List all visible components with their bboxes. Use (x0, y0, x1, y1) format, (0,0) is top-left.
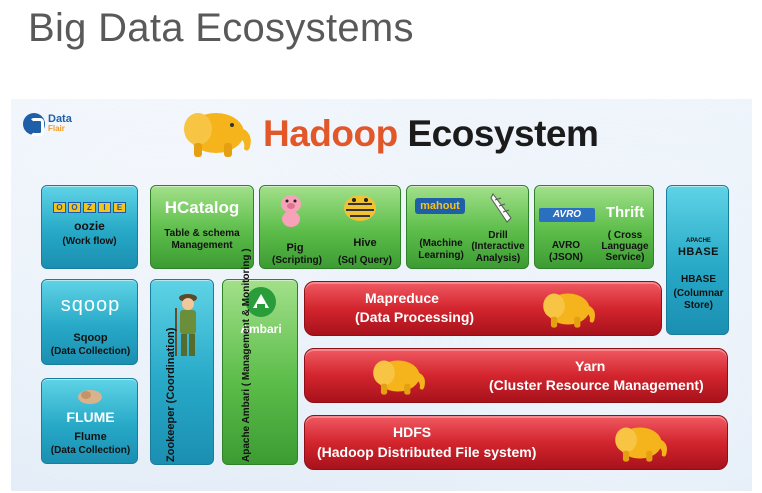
ambari-label: Apache Ambari ( Management & Monitoring … (241, 248, 252, 462)
hbase-name: HBASE (680, 274, 716, 285)
thrift-desc: ( Cross Language Service) (601, 230, 649, 263)
hdfs-name: HDFS (393, 424, 432, 440)
hbase-tile: APACHE HBASE HBASE (Columnar Store) (666, 185, 729, 335)
drill-name: Drill (488, 230, 508, 241)
zookeeper-icon (175, 294, 197, 356)
yarn-bar: Yarn (Cluster Resource Management) (304, 348, 728, 403)
title-hadoop: Hadoop (263, 113, 398, 154)
oozie-desc: (Work flow) (62, 236, 117, 247)
mahout-desc: (Machine Learning) (418, 238, 464, 261)
ambari-icon (246, 287, 276, 317)
hcatalog-logo: HCatalog (164, 198, 240, 217)
flume-logo: FLUME (66, 409, 115, 425)
yarn-name: Yarn (575, 358, 606, 374)
yarn-elephant-icon (373, 360, 425, 395)
pig-desc: (Scripting) (272, 255, 322, 266)
sqoop-name: Sqoop (73, 332, 108, 344)
hcatalog-tile: HCatalog Table & schema Management (150, 185, 254, 269)
flume-desc: (Data Collection) (50, 445, 131, 456)
mapreduce-desc: (Data Processing) (355, 309, 475, 325)
sqoop-desc: (Data Collection) (50, 346, 131, 357)
pig-hive-tile: Pig (Scripting) Hive (Sql Query) (259, 185, 401, 269)
drill-desc: (Interactive Analysis) (471, 241, 525, 264)
avro-logo: AVRO (539, 208, 595, 222)
hdfs-elephant-icon (615, 427, 667, 462)
drill-icon (490, 193, 512, 223)
mahout-logo: mahout (415, 198, 465, 214)
page-title: Big Data Ecosystems (28, 6, 414, 50)
hbase-logo: HBASE (677, 246, 719, 258)
brand-line1: Data (48, 113, 72, 125)
hive-name: Hive (353, 237, 377, 249)
flume-tile: FLUME Flume (Data Collection) (41, 378, 138, 464)
brand-line2: Flair (48, 124, 65, 133)
sqoop-tile: sqoop Sqoop (Data Collection) (41, 279, 138, 365)
thrift-logo: Thrift (605, 204, 645, 221)
hbase-desc: (Columnar Store) (673, 288, 724, 311)
title-ecosystem: Ecosystem (407, 113, 599, 154)
avro-desc: (JSON) (549, 252, 583, 263)
hbase-logo-top: APACHE (686, 238, 711, 244)
hive-desc: (Sql Query) (338, 255, 392, 266)
hive-icon (344, 195, 376, 221)
hcatalog-desc: Table & schema Management (164, 228, 240, 251)
mahout-drill-tile: mahout (Machine Learning) Drill (Interac… (406, 185, 529, 269)
avro-name: AVRO (551, 240, 581, 251)
zookeeper-label: Zookeeper (Coordination) (165, 327, 177, 462)
hadoop-elephant-icon (184, 113, 251, 157)
ambari-logo: Ambari (240, 322, 282, 336)
flume-name: Flume (74, 431, 107, 443)
avro-thrift-tile: AVRO Thrift AVRO (JSON) ( Cross Language… (534, 185, 654, 269)
ambari-tile: Ambari Apache Ambari ( Management & Moni… (222, 248, 298, 465)
pig-icon (281, 195, 301, 227)
hdfs-bar: HDFS (Hadoop Distributed File system) (304, 415, 728, 470)
flume-icon (78, 390, 102, 404)
pig-name: Pig (286, 242, 304, 254)
zookeeper-tile: Zookeeper (Coordination) (150, 279, 214, 465)
sqoop-logo: sqoop (60, 294, 121, 316)
diagram-title: Hadoop Ecosystem (263, 113, 599, 155)
mapreduce-name: Mapreduce (365, 290, 439, 306)
dataflair-logo: Data Flair (23, 113, 72, 136)
hdfs-desc: (Hadoop Distributed File system) (317, 444, 537, 460)
mapreduce-bar: Mapreduce (Data Processing) (304, 281, 662, 336)
dataflair-icon (23, 113, 45, 136)
oozie-name: oozie (74, 219, 105, 233)
mapreduce-elephant-icon (543, 293, 595, 328)
yarn-desc: (Cluster Resource Management) (489, 377, 704, 393)
